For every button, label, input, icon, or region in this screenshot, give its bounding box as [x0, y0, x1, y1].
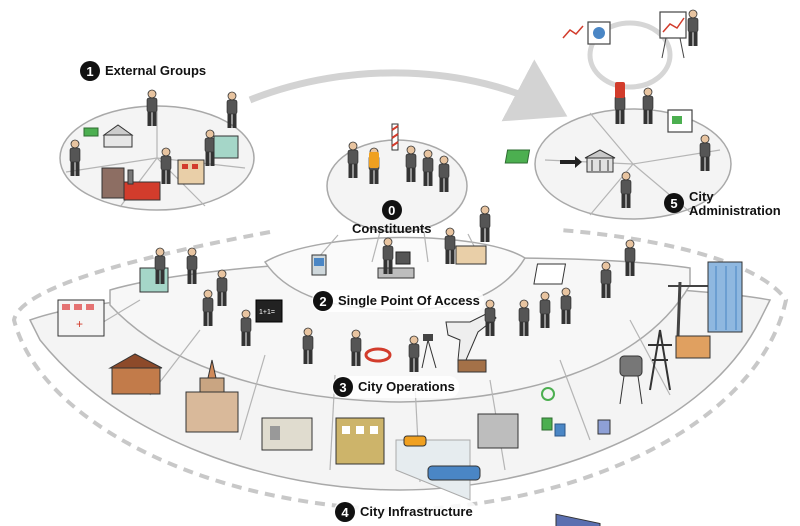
firefighter-icon	[350, 329, 392, 367]
building-icon	[102, 124, 134, 148]
infrastructure-dashed-boundary	[11, 228, 789, 513]
person-icon	[687, 9, 699, 47]
reception-desk-icon	[444, 205, 491, 265]
barber-pole-icon	[391, 123, 399, 151]
building-icon	[108, 353, 163, 395]
label-city-operations: 3 City Operations	[332, 376, 459, 398]
number-badge: 1	[80, 61, 100, 81]
label-external-groups: 1 External Groups	[80, 61, 206, 81]
building-icon	[185, 359, 239, 433]
money-icon	[504, 149, 582, 168]
label-text: City Operations	[358, 379, 455, 394]
label-text-line-1: City	[689, 189, 714, 204]
number-badge: 0	[381, 200, 402, 220]
label-text: External Groups	[105, 63, 207, 78]
garbage-truck-icon	[555, 419, 611, 526]
surveyor-icon	[408, 334, 437, 373]
crane-icon	[668, 281, 712, 359]
computer-desk-icon	[533, 239, 636, 299]
city-hall-icon	[584, 149, 616, 173]
label-text: City Infrastructure	[360, 504, 473, 519]
money-icon	[83, 127, 99, 137]
svg-text:+: +	[76, 317, 83, 331]
reception-desk-icon	[213, 135, 239, 159]
school-icon: 1+1=	[240, 299, 283, 347]
train-icon	[395, 435, 481, 501]
flow-arrow	[248, 59, 568, 122]
label-constituents: 0 Constituents	[352, 200, 431, 236]
dinosaur-museum-icon	[445, 311, 497, 373]
number-badge: 2	[313, 291, 333, 311]
person-icon	[226, 91, 238, 129]
label-text-line-2: Administration	[689, 203, 781, 218]
number-badge: 5	[664, 193, 684, 213]
building-icon	[707, 261, 743, 333]
factory-icon	[101, 167, 161, 201]
number-badge: 4	[335, 502, 355, 522]
label-city-infrastructure: 4 City Infrastructure	[334, 501, 477, 523]
chart-board-icon	[562, 11, 687, 59]
recycle-icon	[541, 387, 566, 437]
building-icon	[261, 417, 313, 451]
svg-text:1+1=: 1+1=	[259, 309, 275, 316]
number-badge: 3	[333, 377, 353, 397]
building-icon	[335, 417, 385, 465]
water-tower-icon	[619, 355, 643, 405]
admin-cycle-loop	[587, 20, 673, 90]
person-icon	[614, 82, 626, 125]
label-single-point-of-access: 2 Single Point Of Access	[312, 290, 484, 312]
building-icon	[177, 159, 205, 185]
label-city-administration: 5 City Administration	[664, 190, 781, 218]
label-text: Single Point Of Access	[338, 293, 480, 308]
hospital-icon: +	[57, 299, 105, 337]
person-icon	[368, 147, 380, 185]
kiosk-icon	[311, 254, 327, 276]
hospital-icon	[139, 247, 169, 293]
computer-desk-icon	[377, 237, 415, 279]
label-text: Constituents	[352, 221, 432, 236]
building-icon	[477, 413, 519, 449]
chart-board-icon	[667, 109, 693, 133]
power-tower-icon	[648, 329, 672, 391]
